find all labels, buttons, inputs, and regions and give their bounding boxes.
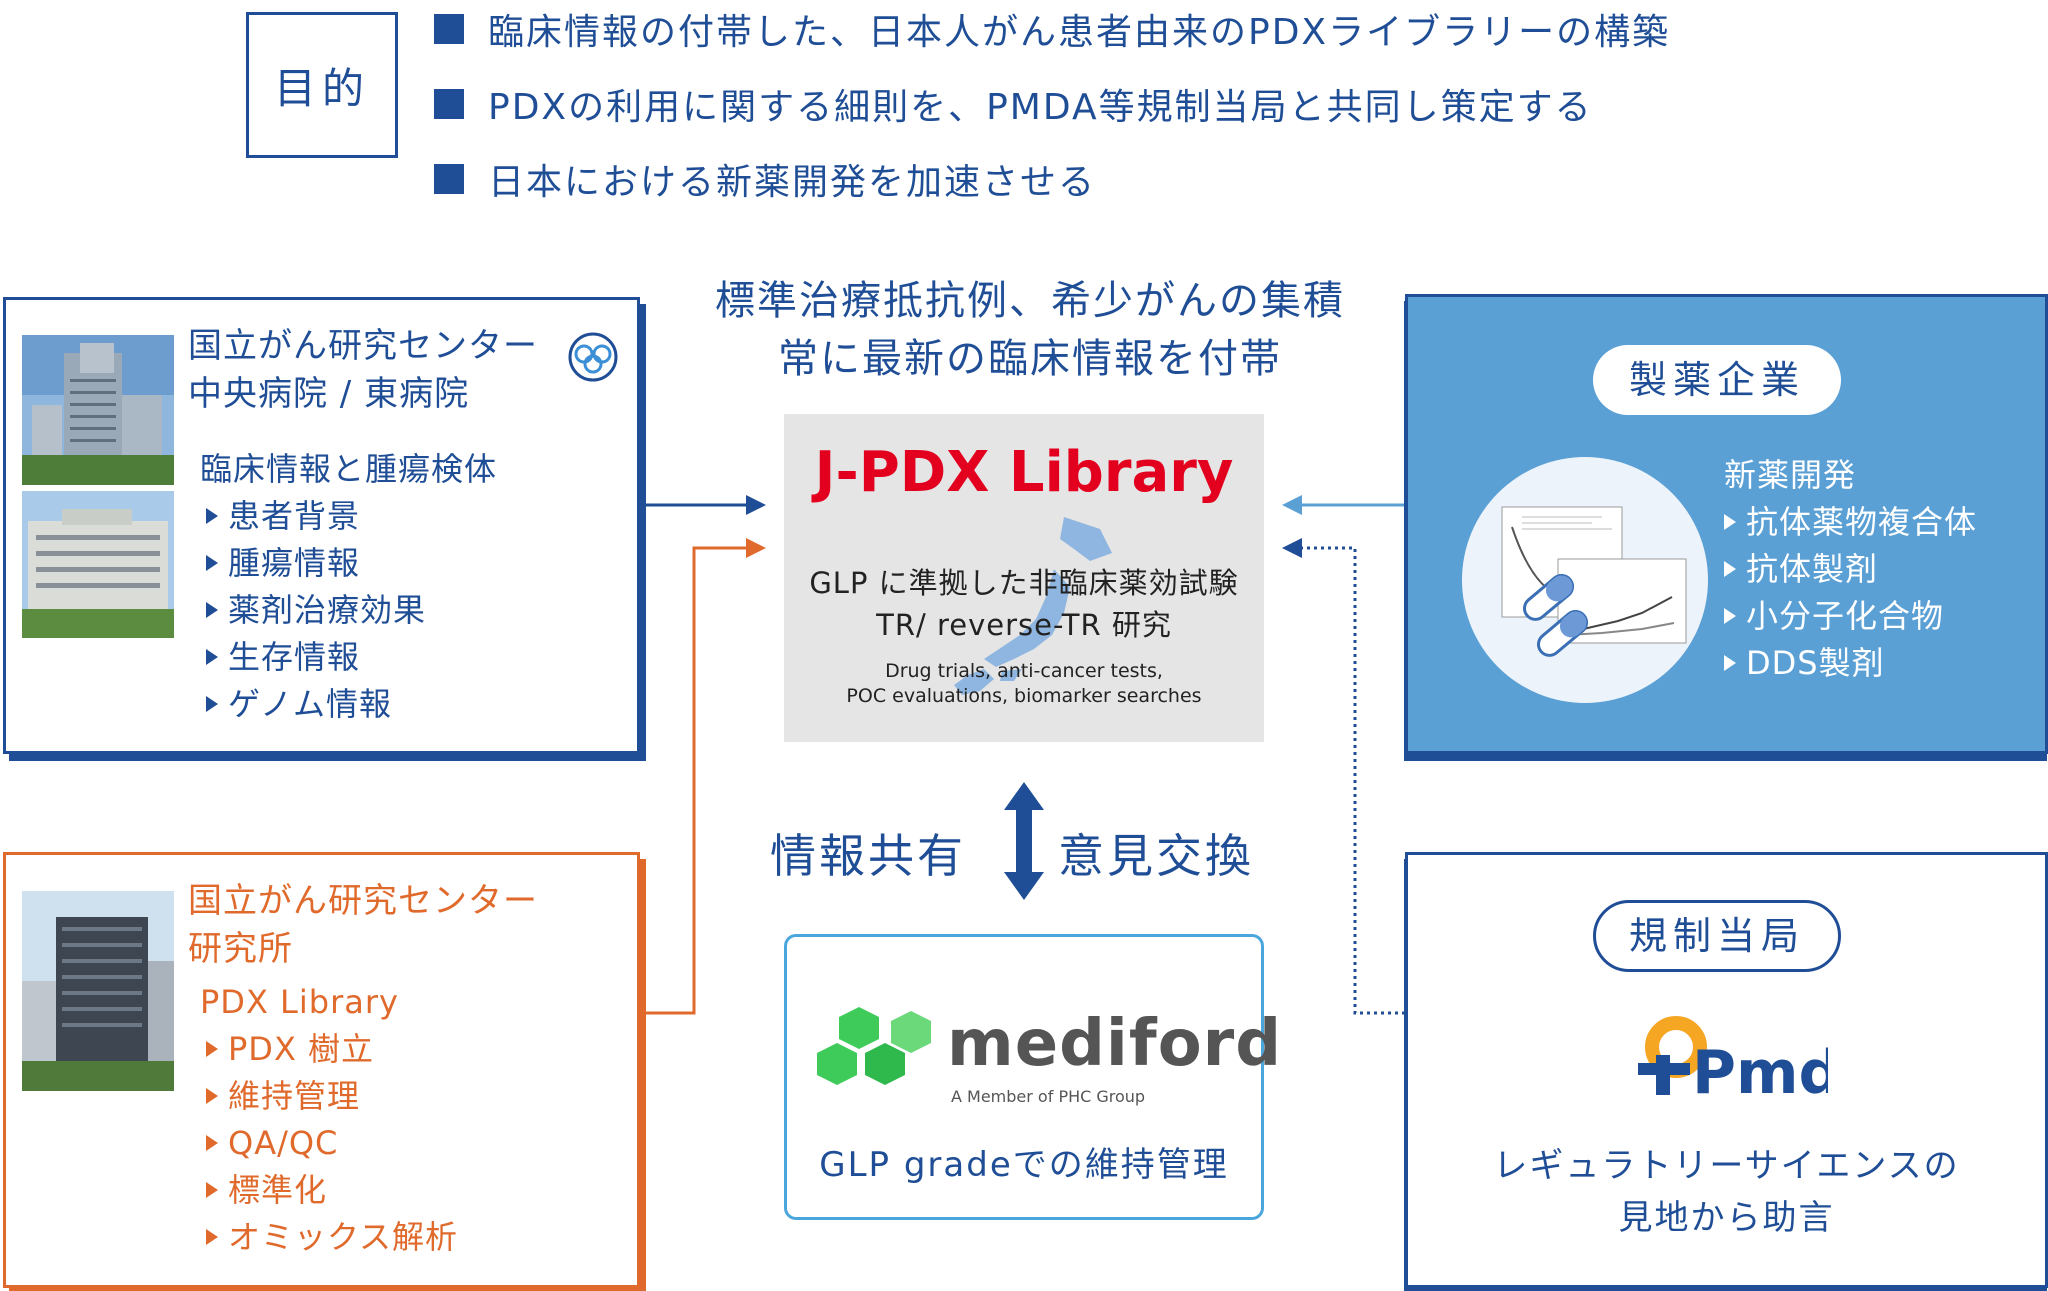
hospital-photo-2 [22, 491, 174, 638]
objectives-label-box: 目的 [246, 12, 398, 158]
ncc-hospital-box: 国立がん研究センター 中央病院 / 東病院 臨床情報と腫瘍検体 患者背景 腫瘍情… [3, 297, 640, 754]
institute-photo [22, 891, 174, 1091]
pmda-logo-text: Pmda [1692, 1038, 1828, 1097]
regulator-text: レギュラトリーサイエンスの 見地から助言 [1493, 1146, 1960, 1238]
triangle-bullet-icon [206, 696, 218, 712]
objectives-label: 目的 [273, 63, 370, 113]
center-heading-line1: 標準治療抵抗例、希少がんの集積 [715, 278, 1345, 324]
objective-item-2: PDXの利用に関する細則を、PMDA等規制当局と共同し策定する [434, 78, 1593, 130]
list-item: オミックス解析 [206, 1214, 458, 1261]
arrow-institute-to-library [646, 546, 748, 1015]
triangle-bullet-icon [206, 1135, 218, 1151]
objective-text: 日本における新薬開発を加速させる [488, 162, 1097, 203]
triangle-bullet-icon [1724, 608, 1736, 624]
center-heading: 標準治療抵抗例、希少がんの集積 常に最新の臨床情報を付帯 [690, 272, 1370, 388]
jpdx-library-box: J-PDX Library GLP に準拠した非臨床薬効試験 TR/ rever… [784, 414, 1264, 742]
hospital-title-line1: 国立がん研究センター [188, 326, 538, 366]
pharma-heading: 新薬開発 [1724, 456, 1857, 494]
list-item: ゲノム情報 [206, 681, 426, 728]
mediford-logo-icon [817, 1007, 931, 1085]
triangle-bullet-icon [206, 1229, 218, 1245]
hospital-item-list: 患者背景 腫瘍情報 薬剤治療効果 生存情報 ゲノム情報 [206, 493, 426, 728]
triangle-bullet-icon [1724, 655, 1736, 671]
triangle-bullet-icon [1724, 561, 1736, 577]
mediford-tagline: A Member of PHC Group [951, 1087, 1146, 1106]
list-item: PDX 樹立 [206, 1026, 458, 1073]
list-item: 小分子化合物 [1724, 593, 1977, 640]
list-item: 標準化 [206, 1167, 458, 1214]
list-item: 抗体製剤 [1724, 546, 1977, 593]
japan-map-icon [954, 517, 1112, 695]
objective-text: PDXの利用に関する細則を、PMDA等規制当局と共同し策定する [488, 87, 1593, 128]
arrow-head [746, 495, 766, 515]
pharma-box: 製薬企業 新薬開発 抗体薬物複合体 抗体製剤 小分子化合物 [1405, 294, 2048, 754]
institute-title-line1: 国立がん研究センター [188, 881, 538, 921]
bullet-square-icon [434, 89, 464, 119]
triangle-bullet-icon [206, 1041, 218, 1057]
mediford-name: mediford [947, 1007, 1283, 1081]
list-item: 患者背景 [206, 493, 426, 540]
objective-item-3: 日本における新薬開発を加速させる [434, 153, 1096, 205]
arrow-regulator-to-library [1300, 546, 1405, 1015]
library-jp-description: GLP に準拠した非臨床薬効試験 TR/ reverse-TR 研究 [809, 566, 1239, 642]
list-item: 維持管理 [206, 1073, 458, 1120]
pharma-list: 新薬開発 抗体薬物複合体 抗体製剤 小分子化合物 DDS製剤 [1724, 452, 1977, 687]
ncc-logo-icon [568, 332, 618, 382]
list-item: QA/QC [206, 1120, 458, 1167]
drug-chart-illustration [1462, 457, 1708, 703]
mediford-caption: GLP gradeでの維持管理 [819, 1145, 1229, 1185]
library-en-description: Drug trials, anti-cancer tests, POC eval… [846, 660, 1202, 707]
arrow-head [746, 538, 766, 558]
hospital-subtitle: 臨床情報と腫瘍検体 [200, 450, 498, 488]
triangle-bullet-icon [206, 649, 218, 665]
center-heading-line2: 常に最新の臨床情報を付帯 [778, 336, 1282, 382]
pharma-label: 製薬企業 [1593, 345, 1841, 415]
triangle-bullet-icon [206, 1182, 218, 1198]
regulator-label: 規制当局 [1593, 900, 1841, 972]
institute-item-list: PDX 樹立 維持管理 QA/QC 標準化 オミックス解析 [206, 1026, 458, 1261]
ncc-institute-box: 国立がん研究センター 研究所 PDX Library PDX 樹立 維持管理 Q… [3, 852, 640, 1288]
list-item: 生存情報 [206, 634, 426, 681]
institute-subtitle: PDX Library [200, 983, 399, 1021]
triangle-bullet-icon [206, 555, 218, 571]
institute-title-line2: 研究所 [188, 929, 293, 969]
bullet-square-icon [434, 164, 464, 194]
objective-text: 臨床情報の付帯した、日本人がん患者由来のPDXライブラリーの構築 [488, 12, 1671, 53]
list-item: 抗体薬物複合体 [1724, 499, 1977, 546]
hospital-photo-1 [22, 335, 174, 485]
triangle-bullet-icon [1724, 514, 1736, 530]
objective-item-1: 臨床情報の付帯した、日本人がん患者由来のPDXライブラリーの構築 [434, 3, 1670, 55]
regulator-box: 規制当局 Pmda レギュラトリーサイエンスの 見地から助言 [1405, 852, 2048, 1288]
triangle-bullet-icon [206, 508, 218, 524]
double-arrow-icon [1004, 782, 1044, 900]
share-right-text: 意見交換 [1058, 829, 1254, 883]
triangle-bullet-icon [206, 1088, 218, 1104]
share-left-text: 情報共有 [770, 829, 966, 883]
list-item: 腫瘍情報 [206, 540, 426, 587]
library-title: J-PDX Library [814, 440, 1234, 505]
list-item: 薬剤治療効果 [206, 587, 426, 634]
triangle-bullet-icon [206, 602, 218, 618]
hospital-title-line2: 中央病院 / 東病院 [188, 374, 470, 414]
pmda-logo-icon: Pmda [1638, 1015, 1882, 1108]
bullet-square-icon [434, 14, 464, 44]
arrow-head [1282, 495, 1302, 515]
mediford-box: mediford A Member of PHC Group GLP grade… [784, 934, 1281, 1220]
list-item: DDS製剤 [1724, 640, 1977, 687]
arrow-head [1282, 538, 1302, 558]
